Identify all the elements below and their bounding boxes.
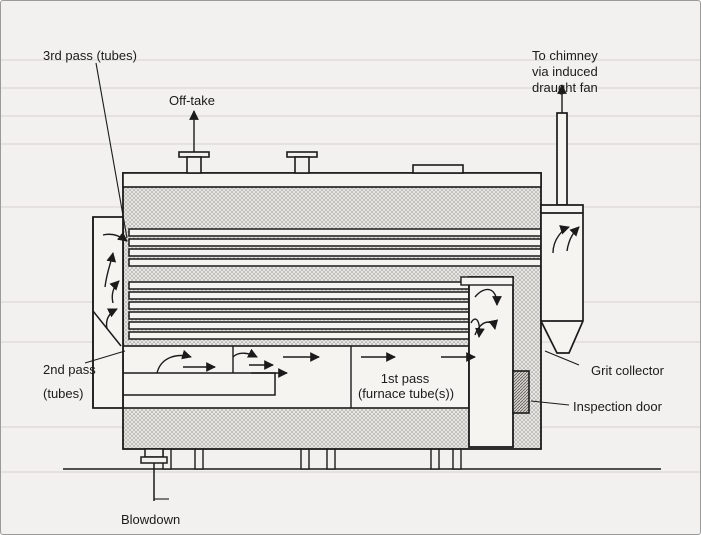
boiler-supports — [162, 446, 462, 470]
label-chimney-3: draught fan — [532, 80, 598, 95]
label-first-pass-2: (furnace tube(s)) — [357, 386, 455, 401]
rear-reversal-chamber — [468, 276, 514, 448]
label-chimney-2: via induced — [532, 64, 598, 79]
flow-arrows — [102, 84, 580, 378]
label-off-take: Off-take — [169, 93, 216, 108]
front-smoke-box — [92, 216, 124, 409]
label-inspection-door: Inspection door — [573, 399, 662, 414]
label-chimney-1: To chimney — [532, 48, 598, 63]
label-blowdown: Blowdown — [121, 512, 181, 527]
label-first-pass-1: 1st pass — [380, 371, 430, 386]
label-second-pass-1: 2nd pass — [43, 362, 96, 377]
grit-collector — [540, 112, 584, 354]
off-take-nozzles — [178, 151, 464, 174]
inspection-door — [512, 370, 530, 414]
leader-lines — [84, 62, 580, 500]
label-second-pass-2: (tubes) — [43, 386, 84, 401]
label-grit-collector: Grit collector — [591, 363, 664, 378]
steam-space — [122, 172, 542, 188]
burner-box — [122, 372, 276, 396]
second-pass-tubes — [128, 281, 470, 340]
blowdown-valve — [140, 448, 168, 501]
label-third-pass: 3rd pass (tubes) — [43, 48, 137, 63]
